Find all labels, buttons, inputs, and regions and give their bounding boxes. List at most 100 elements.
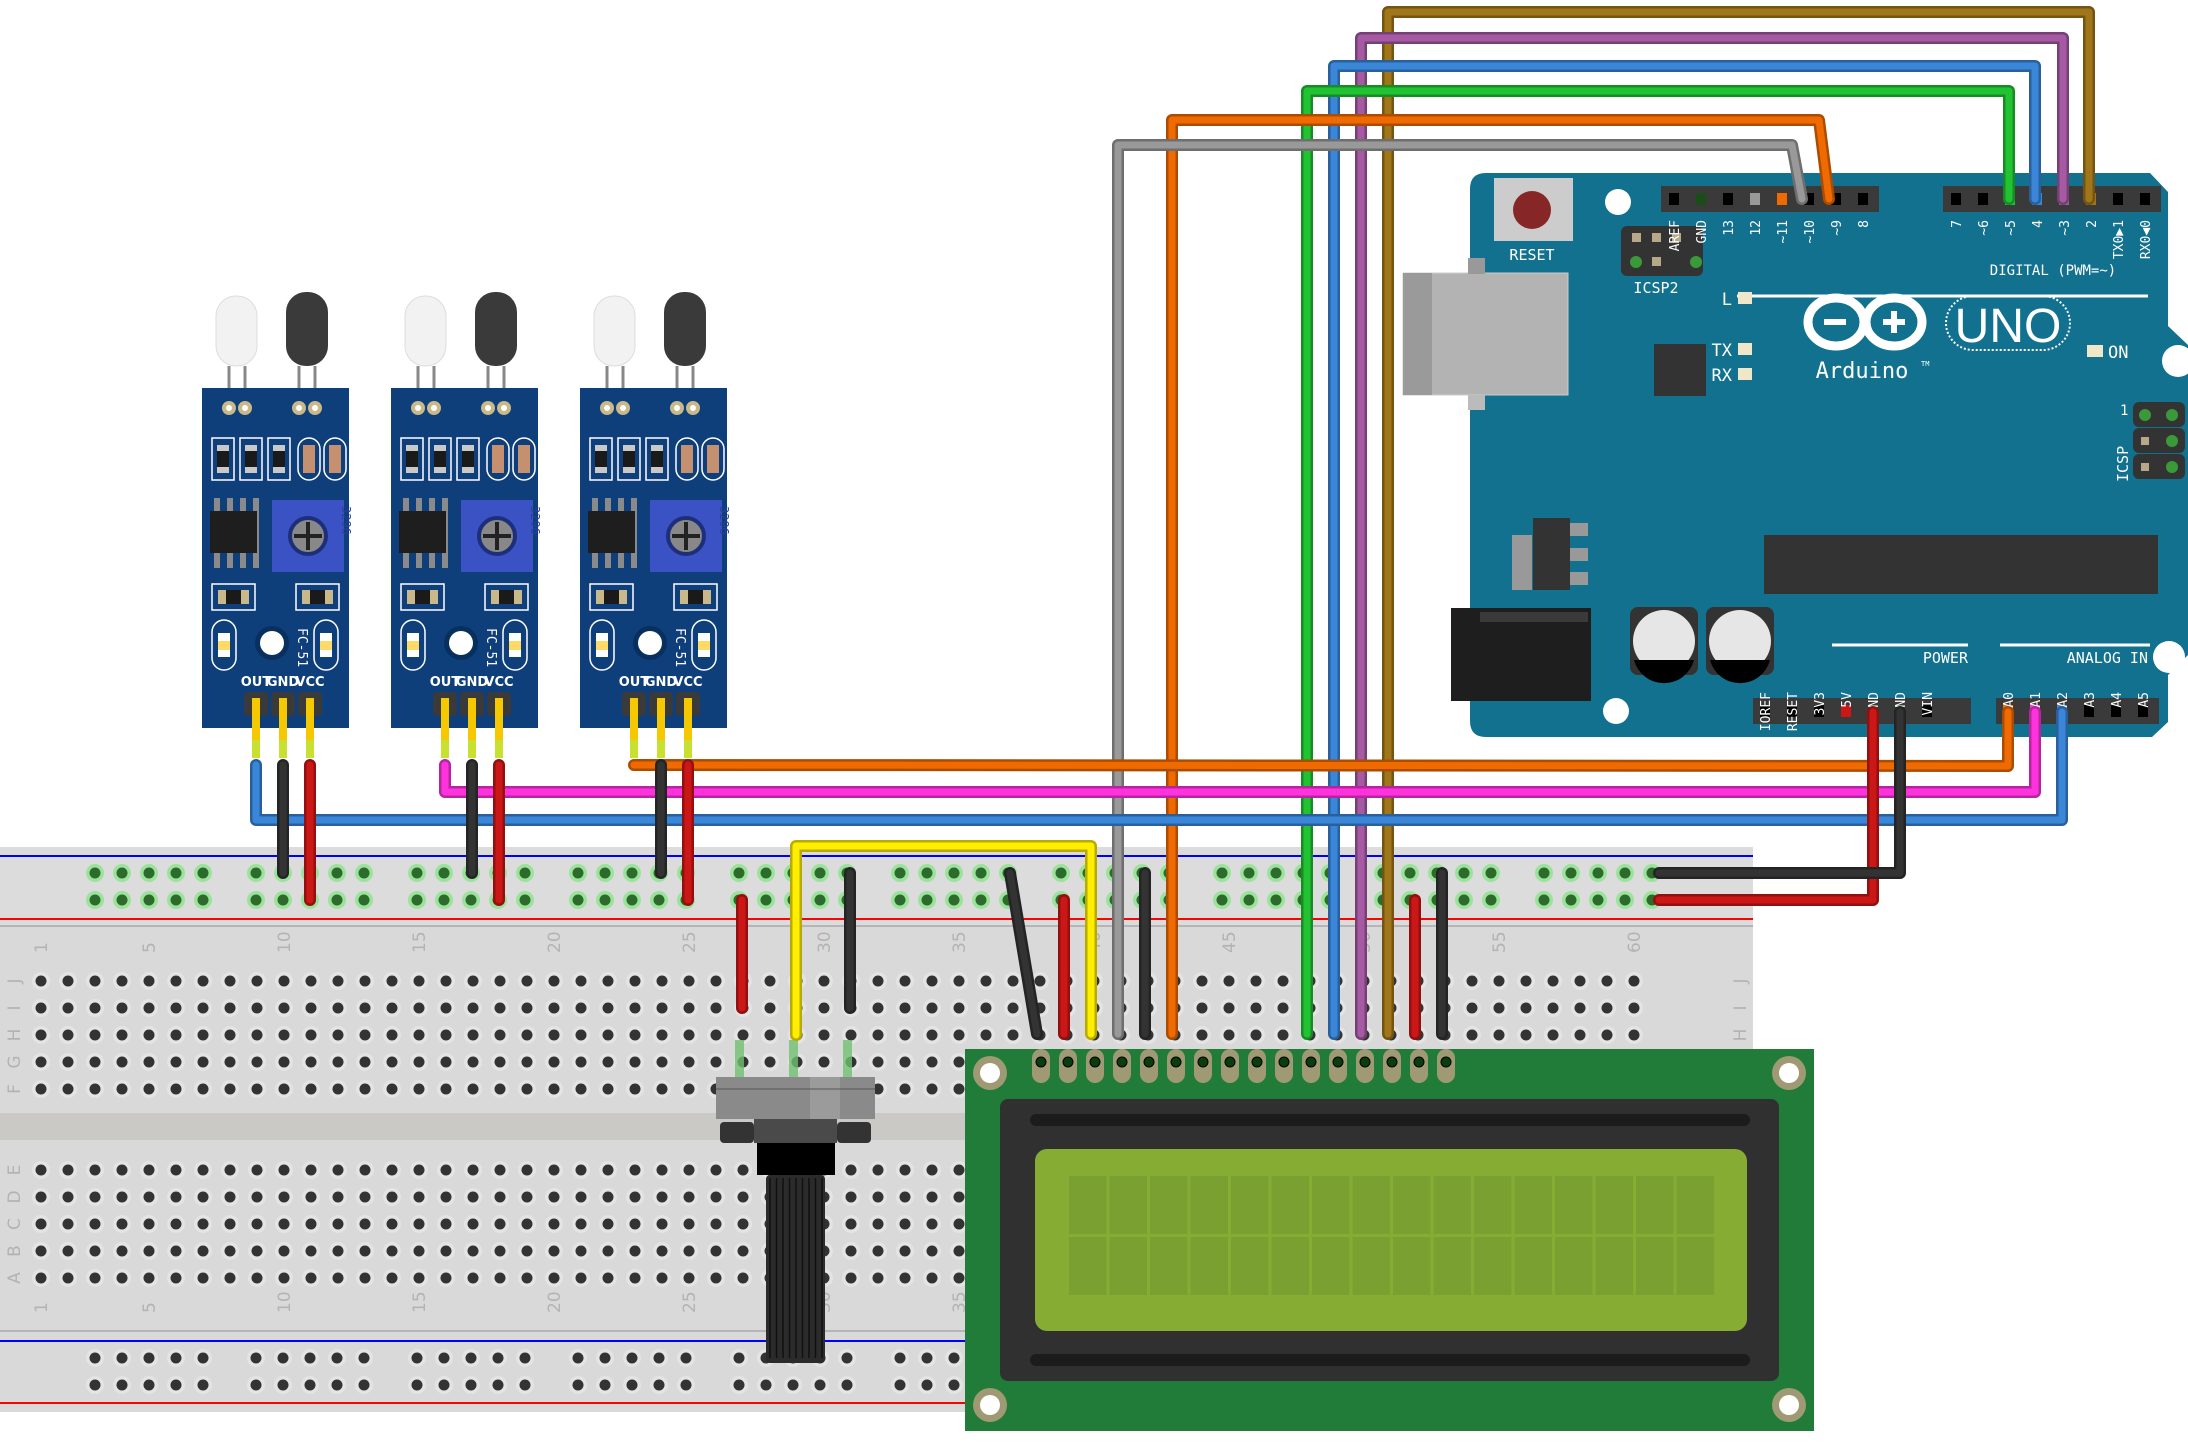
rail-hole[interactable]: [170, 894, 182, 906]
sensor-pin-out[interactable]: [630, 698, 638, 758]
breadboard-hole[interactable]: [494, 1083, 506, 1095]
breadboard-hole[interactable]: [521, 1083, 533, 1095]
breadboard-hole[interactable]: [89, 1164, 101, 1176]
breadboard-hole[interactable]: [575, 1164, 587, 1176]
rail-hole[interactable]: [1565, 867, 1577, 879]
breadboard-hole[interactable]: [116, 1164, 128, 1176]
breadboard-hole[interactable]: [656, 1218, 668, 1230]
rail-hole[interactable]: [197, 894, 209, 906]
breadboard-hole[interactable]: [764, 1056, 776, 1068]
breadboard-hole[interactable]: [413, 1245, 425, 1257]
rail-hole[interactable]: [1458, 867, 1470, 879]
breadboard-hole[interactable]: [116, 1272, 128, 1284]
breadboard-hole[interactable]: [332, 1164, 344, 1176]
breadboard-hole[interactable]: [251, 1164, 263, 1176]
breadboard-hole[interactable]: [953, 1002, 965, 1014]
breadboard-hole[interactable]: [521, 1218, 533, 1230]
breadboard-hole[interactable]: [710, 1056, 722, 1068]
breadboard-hole[interactable]: [926, 1245, 938, 1257]
rail-hole[interactable]: [653, 1379, 665, 1391]
breadboard-hole[interactable]: [1628, 1029, 1640, 1041]
breadboard-hole[interactable]: [1277, 975, 1289, 987]
breadboard-hole[interactable]: [305, 1164, 317, 1176]
breadboard-hole[interactable]: [953, 1272, 965, 1284]
rail-hole[interactable]: [626, 1379, 638, 1391]
lcd-pin-3[interactable]: [1089, 1056, 1101, 1068]
breadboard-hole[interactable]: [656, 1164, 668, 1176]
breadboard-hole[interactable]: [35, 1164, 47, 1176]
breadboard-hole[interactable]: [440, 1056, 452, 1068]
breadboard-hole[interactable]: [386, 1056, 398, 1068]
breadboard-hole[interactable]: [602, 1191, 614, 1203]
rail-hole[interactable]: [948, 894, 960, 906]
breadboard-hole[interactable]: [602, 1245, 614, 1257]
breadboard-hole[interactable]: [1196, 1029, 1208, 1041]
wire-d11-lcd-e[interactable]: [1168, 116, 1833, 1038]
breadboard-hole[interactable]: [62, 1056, 74, 1068]
rail-hole[interactable]: [1458, 894, 1470, 906]
rail-hole[interactable]: [170, 867, 182, 879]
rail-hole[interactable]: [572, 1352, 584, 1364]
rail-hole[interactable]: [1485, 867, 1497, 879]
breadboard-hole[interactable]: [467, 1164, 479, 1176]
breadboard-hole[interactable]: [467, 1272, 479, 1284]
breadboard-hole[interactable]: [35, 975, 47, 987]
breadboard-hole[interactable]: [656, 1056, 668, 1068]
rail-hole[interactable]: [1216, 867, 1228, 879]
lcd-pin-5[interactable]: [1143, 1056, 1155, 1068]
breadboard-hole[interactable]: [440, 975, 452, 987]
breadboard-hole[interactable]: [845, 1191, 857, 1203]
rail-hole[interactable]: [358, 1379, 370, 1391]
lcd-pin-13[interactable]: [1359, 1056, 1371, 1068]
rail-hole[interactable]: [760, 867, 772, 879]
breadboard-hole[interactable]: [764, 1002, 776, 1014]
rail-hole[interactable]: [465, 1379, 477, 1391]
rail-hole[interactable]: [170, 1379, 182, 1391]
breadboard-hole[interactable]: [332, 1272, 344, 1284]
breadboard-hole[interactable]: [899, 1218, 911, 1230]
breadboard-hole[interactable]: [359, 1245, 371, 1257]
breadboard-hole[interactable]: [629, 1218, 641, 1230]
rail-hole[interactable]: [89, 1379, 101, 1391]
breadboard-hole[interactable]: [143, 1272, 155, 1284]
breadboard-hole[interactable]: [575, 975, 587, 987]
rail-hole[interactable]: [599, 1379, 611, 1391]
rail-hole[interactable]: [277, 894, 289, 906]
breadboard-hole[interactable]: [548, 1083, 560, 1095]
breadboard-hole[interactable]: [278, 1164, 290, 1176]
breadboard-hole[interactable]: [278, 1191, 290, 1203]
breadboard-hole[interactable]: [62, 1083, 74, 1095]
wire-d2-lcd-d7[interactable]: [1384, 8, 2093, 1038]
breadboard-hole[interactable]: [143, 1083, 155, 1095]
breadboard-hole[interactable]: [251, 1191, 263, 1203]
rail-hole[interactable]: [116, 1352, 128, 1364]
breadboard-hole[interactable]: [1547, 975, 1559, 987]
breadboard-hole[interactable]: [1196, 975, 1208, 987]
breadboard-hole[interactable]: [116, 975, 128, 987]
breadboard-hole[interactable]: [332, 1218, 344, 1230]
breadboard-hole[interactable]: [926, 1029, 938, 1041]
breadboard-hole[interactable]: [872, 1029, 884, 1041]
power-pin-VIN[interactable]: [1922, 705, 1932, 717]
breadboard-hole[interactable]: [953, 1191, 965, 1203]
breadboard-hole[interactable]: [899, 1164, 911, 1176]
rail-hole[interactable]: [358, 894, 370, 906]
rail-hole[interactable]: [250, 1379, 262, 1391]
breadboard-hole[interactable]: [224, 1029, 236, 1041]
rail-hole[interactable]: [894, 894, 906, 906]
breadboard-hole[interactable]: [197, 1191, 209, 1203]
rail-hole[interactable]: [1619, 867, 1631, 879]
breadboard-hole[interactable]: [440, 1029, 452, 1041]
breadboard-hole[interactable]: [386, 1029, 398, 1041]
rail-hole[interactable]: [116, 894, 128, 906]
digital-pin-8[interactable]: [1858, 193, 1868, 205]
breadboard-hole[interactable]: [1547, 1002, 1559, 1014]
breadboard-hole[interactable]: [116, 1191, 128, 1203]
breadboard-hole[interactable]: [899, 1272, 911, 1284]
breadboard-hole[interactable]: [1466, 1029, 1478, 1041]
breadboard-hole[interactable]: [980, 975, 992, 987]
breadboard-hole[interactable]: [683, 1191, 695, 1203]
digital-pin-AREF[interactable]: [1669, 193, 1679, 205]
breadboard-hole[interactable]: [548, 1245, 560, 1257]
rail-hole[interactable]: [519, 894, 531, 906]
